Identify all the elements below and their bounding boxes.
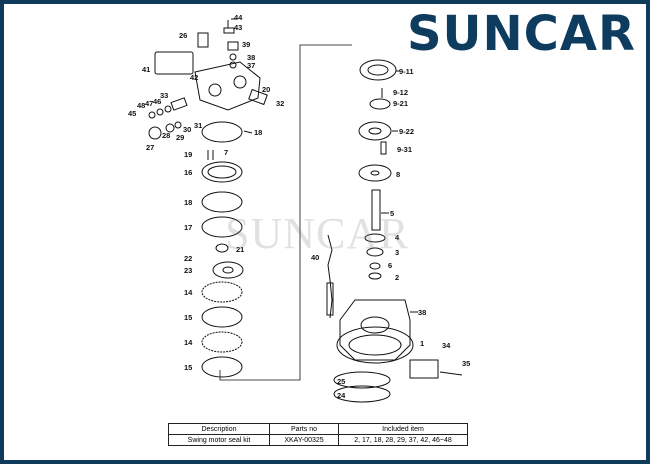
callout-14: 14 xyxy=(184,288,193,297)
callout-44: 44 xyxy=(234,13,243,22)
callout-23: 23 xyxy=(184,266,192,275)
callout-45: 45 xyxy=(128,109,136,118)
callout-7: 7 xyxy=(224,148,228,157)
callout-16: 16 xyxy=(184,168,192,177)
callout-15: 15 xyxy=(184,313,192,322)
callout-28: 28 xyxy=(162,131,170,140)
watermark: SUNCAR xyxy=(225,209,410,258)
cell-parts-no: XKAY-00325 xyxy=(269,434,339,446)
callout-15-lower: 15 xyxy=(184,363,192,372)
callout-24: 24 xyxy=(337,391,346,400)
callout-2: 2 xyxy=(395,273,399,282)
callout-17: 17 xyxy=(184,223,192,232)
parts-table: Description Parts no Included item Swing… xyxy=(168,423,468,446)
callout-42: 42 xyxy=(190,73,198,82)
callout-38: 38 xyxy=(247,53,255,62)
callout-19: 19 xyxy=(184,150,192,159)
callout-40: 40 xyxy=(311,253,319,262)
callout-9-12: 9-12 xyxy=(393,88,408,97)
cell-included-item: 2, 17, 18, 28, 29, 37, 42, 46~48 xyxy=(338,434,468,446)
callout-43: 43 xyxy=(234,23,242,32)
callout-47: 47 xyxy=(145,99,153,108)
cell-description: Swing motor seal kit xyxy=(168,434,270,446)
column-header-included-item: Included item xyxy=(338,423,468,435)
callout-9-22: 9-22 xyxy=(399,127,414,136)
callout-18: 18 xyxy=(184,198,192,207)
callout-29: 29 xyxy=(176,133,184,142)
callout-4: 4 xyxy=(395,233,400,242)
callout-18-top: 18 xyxy=(254,128,262,137)
callout-31: 31 xyxy=(194,121,202,130)
callout-32: 32 xyxy=(276,99,284,108)
callout-39: 39 xyxy=(242,40,250,49)
callout-25: 25 xyxy=(337,377,345,386)
table-header-row: Description Parts no Included item xyxy=(168,423,468,435)
callout-27: 27 xyxy=(146,143,154,152)
table-row: Swing motor seal kit XKAY-00325 2, 17, 1… xyxy=(168,434,468,446)
callout-22: 22 xyxy=(184,254,192,263)
callout-9-31: 9-31 xyxy=(397,145,412,154)
callout-9-11: 9-11 xyxy=(399,67,414,76)
callout-37: 37 xyxy=(247,61,255,70)
callout-26: 26 xyxy=(179,31,187,40)
callout-46: 46 xyxy=(153,97,161,106)
callout-3: 3 xyxy=(395,248,399,257)
callout-48: 48 xyxy=(137,101,145,110)
callout-9-21: 9-21 xyxy=(393,99,408,108)
callout-14-lower: 14 xyxy=(184,338,193,347)
brand-logo: SUNCAR xyxy=(406,6,636,62)
callout-30: 30 xyxy=(183,125,191,134)
callout-6: 6 xyxy=(388,261,392,270)
callout-5: 5 xyxy=(390,209,394,218)
callout-20: 20 xyxy=(262,85,270,94)
callout-8: 8 xyxy=(396,170,400,179)
column-header-description: Description xyxy=(168,423,270,435)
callout-35: 35 xyxy=(462,359,470,368)
callout-34: 34 xyxy=(442,341,451,350)
callout-33: 33 xyxy=(160,91,168,100)
callout-41: 41 xyxy=(142,65,150,74)
column-header-parts-no: Parts no xyxy=(269,423,339,435)
callout-21: 21 xyxy=(236,245,244,254)
callout-1: 1 xyxy=(420,339,424,348)
callout-38-lower: 38 xyxy=(418,308,426,317)
